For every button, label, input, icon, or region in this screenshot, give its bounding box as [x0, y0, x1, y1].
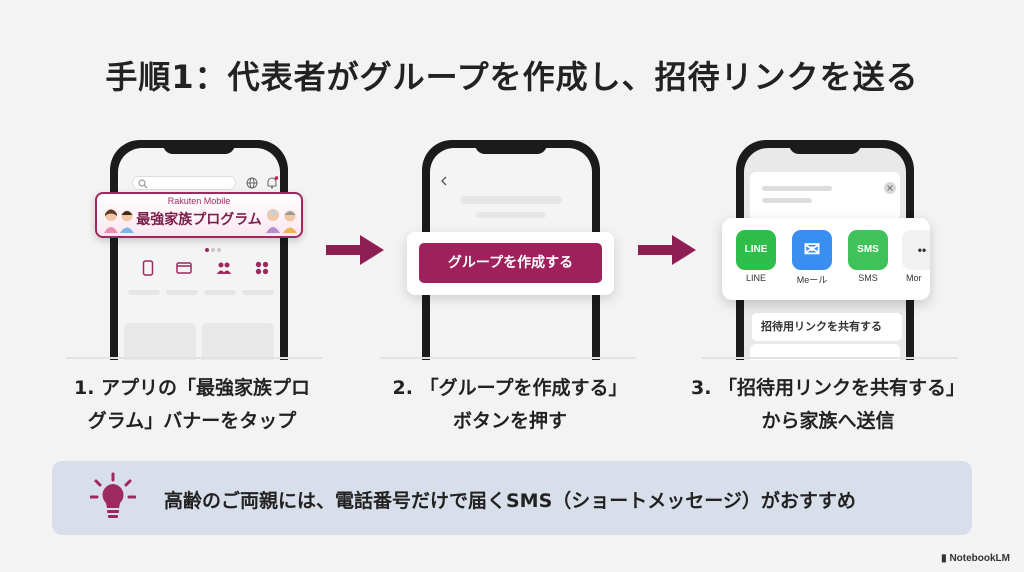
bottom-card — [750, 344, 900, 360]
divider — [702, 357, 958, 359]
step-line: ボタンを押す — [452, 410, 567, 432]
banner-title: 最強家族プログラム — [136, 212, 262, 228]
create-group-card: グループを作成する — [407, 232, 614, 295]
grid-icon[interactable] — [249, 256, 275, 280]
placeholder-bar — [204, 290, 236, 295]
placeholder-bar — [476, 212, 546, 218]
person-illustration — [120, 210, 134, 233]
family-program-banner[interactable]: Rakuten Mobile 最強家族プログラム — [95, 192, 303, 238]
person-illustration — [104, 209, 118, 233]
sms-icon: SMS — [848, 230, 888, 270]
mail-icon: ✉ — [792, 230, 832, 270]
placeholder-bar — [460, 196, 562, 204]
line-icon: LINE — [736, 230, 776, 270]
placeholder-bar — [762, 186, 832, 191]
divider — [66, 357, 322, 359]
placeholder-bar — [166, 290, 198, 295]
lightbulb-icon — [90, 472, 136, 518]
arrow-right-icon — [638, 235, 696, 265]
app-label: SMS — [858, 273, 878, 283]
content-card — [202, 323, 274, 360]
placeholder-bar — [128, 290, 160, 295]
app-label: Mor — [906, 273, 922, 283]
share-app-line[interactable]: LINE LINE — [734, 230, 778, 283]
search-input[interactable] — [132, 176, 236, 190]
share-app-sms[interactable]: SMS SMS — [846, 230, 890, 283]
carousel-dots — [204, 237, 222, 256]
phone-step-1 — [110, 140, 288, 360]
back-chevron-icon[interactable] — [440, 176, 448, 186]
notebooklm-brand: ▮ NotebookLM — [941, 553, 1010, 564]
phone-screen — [118, 148, 280, 360]
step-line: 1. アプリの「最強家族プロ — [73, 377, 311, 399]
brand-icon: ▮ — [941, 553, 947, 564]
phone-notch — [789, 140, 861, 154]
app-label: LINE — [745, 273, 766, 283]
phone-notch — [475, 140, 547, 154]
banner-brand: Rakuten Mobile — [167, 196, 231, 206]
share-invite-link-button[interactable]: 招待用リンクを共有する — [752, 313, 902, 341]
share-app-mail[interactable]: ✉ Meール — [790, 230, 834, 286]
person-illustration — [266, 209, 280, 233]
arrow-right-icon — [326, 235, 384, 265]
share-app-more[interactable]: •• Mor — [902, 230, 930, 283]
step-2-label: 2. 「グループを作成する」 ボタンを押す — [370, 372, 650, 438]
share-header — [750, 172, 900, 220]
divider — [380, 357, 636, 359]
page-title: 手順1：代表者がグループを作成し、招待リンクを送る — [105, 58, 919, 96]
share-sheet: LINE LINE ✉ Meール SMS SMS •• Mor — [722, 218, 930, 300]
app-label: Meール — [796, 275, 828, 285]
bell-icon[interactable] — [266, 176, 278, 189]
globe-icon[interactable] — [246, 177, 258, 189]
more-icon: •• — [902, 230, 930, 270]
phone-icon[interactable] — [135, 256, 161, 280]
step-line: 3. 「招待用リンクを共有する」 — [690, 377, 966, 399]
close-icon[interactable] — [884, 182, 896, 194]
search-icon — [138, 179, 148, 189]
step-1-label: 1. アプリの「最強家族プロ グラム」バナーをタップ — [52, 372, 332, 438]
content-card — [124, 323, 196, 360]
step-line: グラム」バナーをタップ — [87, 410, 297, 432]
person-illustration — [283, 210, 297, 233]
create-group-button[interactable]: グループを作成する — [419, 243, 602, 283]
phone-notch — [163, 140, 235, 154]
family-icon[interactable] — [211, 256, 237, 280]
step-line: から家族へ送信 — [761, 410, 895, 432]
placeholder-bar — [242, 290, 274, 295]
tip-box — [52, 461, 972, 535]
placeholder-bar — [762, 198, 812, 203]
card-icon[interactable] — [171, 256, 197, 280]
tip-text: 高齢のご両親には、電話番号だけで届くSMS（ショートメッセージ）がおすすめ — [164, 490, 856, 512]
step-line: 2. 「グループを作成する」 — [392, 377, 628, 399]
step-3-label: 3. 「招待用リンクを共有する」 から家族へ送信 — [688, 372, 968, 438]
brand-label: NotebookLM — [949, 553, 1010, 564]
